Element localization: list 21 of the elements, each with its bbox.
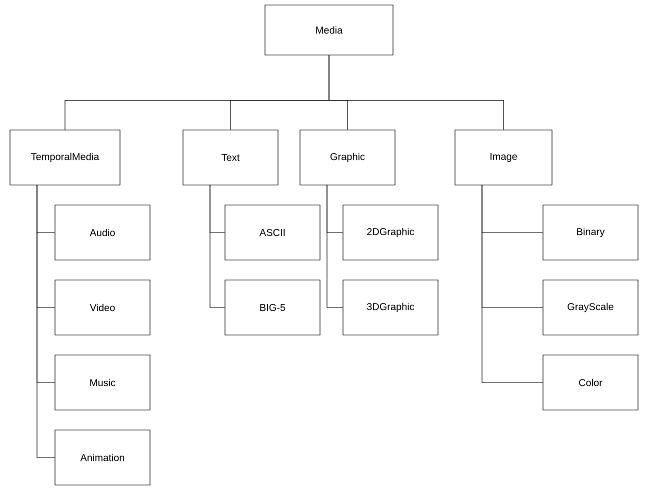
connector-line bbox=[482, 184, 543, 383]
class-box: BIG-5 bbox=[224, 280, 320, 336]
connector-line bbox=[328, 55, 504, 130]
class-box: Binary bbox=[542, 204, 638, 260]
class-box: Music bbox=[54, 354, 150, 410]
class-box: TemporalMedia bbox=[10, 130, 120, 186]
connector-line bbox=[36, 184, 55, 458]
class-box: Graphic bbox=[300, 130, 396, 186]
class-box: Video bbox=[54, 280, 150, 336]
class-box: 3DGraphic bbox=[342, 280, 438, 336]
class-box: Image bbox=[454, 130, 552, 186]
class-box: ASCII bbox=[224, 204, 320, 260]
class-box: Audio bbox=[54, 204, 150, 260]
class-box: Animation bbox=[54, 430, 150, 486]
connector-line bbox=[210, 184, 225, 308]
class-box: Text bbox=[182, 130, 278, 186]
class-box: GrayScale bbox=[542, 280, 638, 336]
class-box: 2DGraphic bbox=[342, 204, 438, 260]
class-box: Media bbox=[264, 4, 394, 56]
class-box: Color bbox=[542, 354, 638, 410]
connector-line bbox=[326, 184, 343, 308]
